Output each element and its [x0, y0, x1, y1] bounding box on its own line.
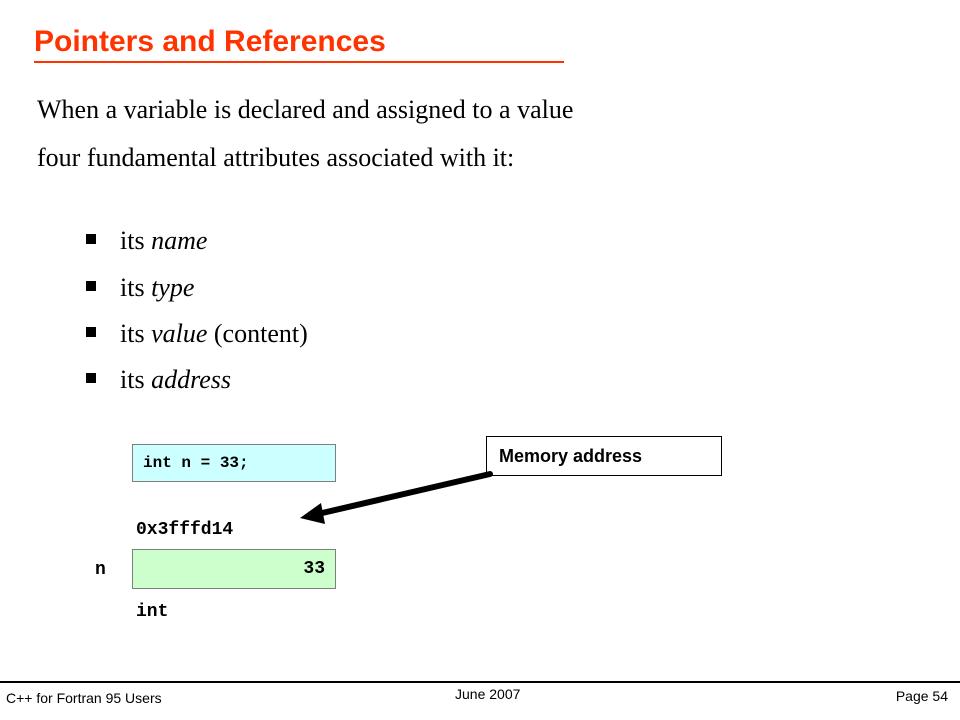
bullet-value: its value (content) [86, 319, 308, 349]
intro-line-2: four fundamental attributes associated w… [37, 143, 515, 172]
memory-address-label: 0x3fffd14 [136, 520, 234, 540]
bullet-name: its name [86, 226, 207, 256]
bullet-term: address [151, 365, 232, 394]
bullet-address: its address [86, 365, 231, 395]
bullet-square-icon [86, 281, 96, 291]
bullet-term: value [151, 319, 208, 348]
footer-date: June 2007 [455, 686, 521, 702]
variable-type-label: int [136, 602, 169, 622]
bullet-square-icon [86, 234, 96, 244]
footer-page-number: Page 54 [895, 688, 948, 704]
footer-divider [0, 681, 960, 683]
bullet-square-icon [86, 373, 96, 383]
memory-address-callout: Memory address [486, 436, 722, 476]
bullet-term: name [151, 226, 208, 255]
footer-course: C++ for Fortran 95 Users [6, 690, 162, 706]
variable-name-label: n [95, 560, 106, 580]
bullet-term: type [151, 273, 195, 302]
code-declaration-box: int n = 33; [132, 444, 336, 482]
intro-line-1: When a variable is declared and assigned… [37, 95, 574, 124]
bullet-square-icon [86, 327, 96, 337]
bullet-type: its type [86, 273, 194, 303]
slide-title: Pointers and References [34, 24, 564, 63]
variable-value-box: 33 [132, 549, 336, 589]
